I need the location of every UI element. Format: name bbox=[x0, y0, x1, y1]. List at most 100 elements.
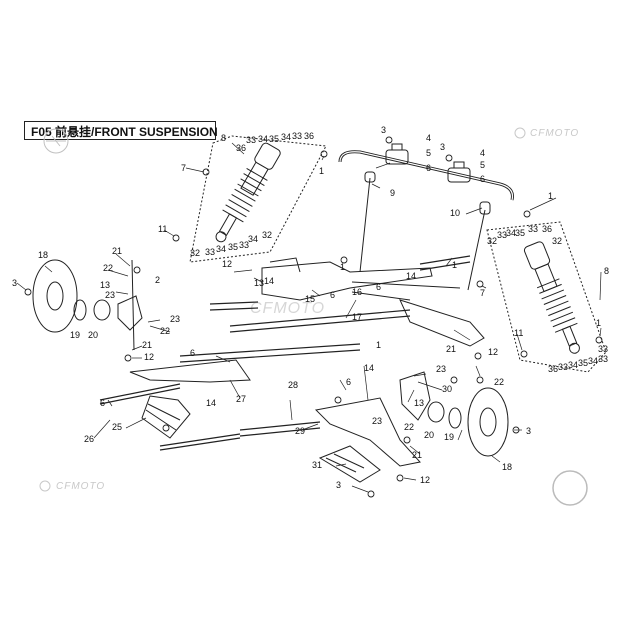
callout-23-right-b: 23 bbox=[372, 416, 382, 426]
callout-3-right: 3 bbox=[526, 426, 531, 436]
callout-3-top-right: 3 bbox=[440, 142, 445, 152]
callout-3-bottom: 3 bbox=[336, 480, 341, 490]
stabilizer-link-right-end bbox=[479, 201, 491, 215]
diagram-title-box: F05 前悬挂/FRONT SUSPENSION bbox=[24, 121, 218, 140]
callout-21-left: 21 bbox=[142, 340, 152, 350]
callout-12-left: 12 bbox=[144, 352, 154, 362]
callout-19-right: 19 bbox=[444, 432, 454, 442]
cfmoto-watermark-top-right: CFMOTO bbox=[530, 128, 580, 139]
callout-35-right-a: 35 bbox=[515, 228, 525, 238]
callout-4-top: 4 bbox=[426, 133, 431, 143]
left-shock-frame bbox=[189, 135, 327, 263]
callout-7-right: 7 bbox=[480, 288, 485, 298]
left-skid-plate bbox=[141, 395, 191, 439]
callout-15: 15 bbox=[305, 294, 315, 304]
callout-22-right-b: 22 bbox=[404, 422, 414, 432]
callout-11-left: 11 bbox=[158, 224, 167, 234]
tie-rod-upper bbox=[209, 255, 471, 333]
callout-36-left: 36 bbox=[236, 143, 246, 153]
stabilizer-bar-inner bbox=[339, 151, 514, 201]
callout-35-left-bot: 35 bbox=[228, 242, 238, 252]
left-steering-knuckle bbox=[117, 295, 143, 331]
callout-33-right-bot-c: 33 bbox=[598, 354, 608, 364]
stabilizer-link-left-end bbox=[364, 171, 376, 183]
stabilizer-bar bbox=[338, 150, 514, 201]
callout-34-right-bot-b: 34 bbox=[588, 356, 598, 366]
callout-1-upper-left: 1 bbox=[319, 166, 324, 176]
callout-34-left-bot-b: 34 bbox=[248, 234, 258, 244]
center-lower-arm bbox=[399, 299, 485, 347]
callout-5-top: 5 bbox=[426, 148, 431, 158]
callout-9: 9 bbox=[390, 188, 395, 198]
callout-1-right: 1 bbox=[596, 318, 601, 328]
callout-23-right: 23 bbox=[436, 364, 446, 374]
upper-a-arm bbox=[261, 261, 433, 301]
callout-35-left-top: 35 bbox=[269, 134, 279, 144]
callout-6-top-right: 6 bbox=[480, 174, 485, 184]
right-spacer-ring bbox=[448, 407, 462, 429]
bolts bbox=[24, 136, 603, 498]
stabilizer-link-right bbox=[467, 209, 486, 291]
callout-3-top: 3 bbox=[381, 125, 386, 135]
callout-32-right-a: 32 bbox=[487, 236, 497, 246]
stabilizer-link-left bbox=[359, 177, 371, 273]
callout-6-left-b: 6 bbox=[100, 398, 105, 408]
callout-6-center-c: 6 bbox=[346, 377, 351, 387]
left-brake-disc bbox=[32, 259, 78, 333]
callout-4-top-right: 4 bbox=[480, 148, 485, 158]
right-shock-frame bbox=[486, 221, 607, 373]
callout-16: 16 bbox=[352, 287, 362, 297]
callout-12-center: 12 bbox=[222, 259, 232, 269]
callout-11-right: 11 bbox=[514, 328, 523, 338]
callout-33-right-b: 33 bbox=[528, 224, 538, 234]
diagram-title: F05 前悬挂/FRONT SUSPENSION bbox=[31, 125, 218, 139]
right-steering-knuckle bbox=[399, 371, 431, 421]
left-spacer-ring bbox=[73, 299, 87, 321]
callout-36-left-top: 36 bbox=[304, 131, 314, 141]
right-hub-bearing bbox=[427, 401, 445, 423]
callout-31: 31 bbox=[312, 460, 322, 470]
callout-22-right: 22 bbox=[494, 377, 504, 387]
tie-rod-lower bbox=[99, 343, 361, 451]
callout-27: 27 bbox=[236, 394, 246, 404]
callout-17: 17 bbox=[352, 312, 362, 322]
callout-6-center-b: 6 bbox=[376, 282, 381, 292]
callout-25: 25 bbox=[112, 422, 122, 432]
callout-21-left-top: 21 bbox=[112, 246, 122, 256]
callout-7-left: 7 bbox=[181, 163, 186, 173]
callout-1-center-low: 1 bbox=[376, 340, 381, 350]
right-brake-disc bbox=[467, 387, 509, 457]
callout-21-right-b: 21 bbox=[412, 450, 422, 460]
callout-12-right-b: 12 bbox=[420, 475, 430, 485]
callout-26: 26 bbox=[84, 434, 94, 444]
uma-logo-top-left bbox=[43, 128, 69, 154]
callout-34-right-a: 34 bbox=[506, 228, 516, 238]
callout-24-ghost: 2 bbox=[155, 275, 160, 285]
callout-33-left-top: 33 bbox=[246, 135, 256, 145]
callout-1-center-right: 1 bbox=[452, 260, 457, 270]
callout-32-left-b: 32 bbox=[190, 248, 200, 258]
callout-21-right: 21 bbox=[446, 344, 456, 354]
callout-14-center-c: 14 bbox=[364, 363, 374, 373]
callout-18-left: 18 bbox=[38, 250, 48, 260]
left-shock-absorber bbox=[215, 142, 281, 243]
callout-23-left: 23 bbox=[170, 314, 180, 324]
callout-13-right: 13 bbox=[414, 398, 424, 408]
cfmoto-watermark-center: CFMOTO bbox=[250, 300, 326, 317]
callout-20-left: 20 bbox=[88, 330, 98, 340]
callout-34-left-bot: 34 bbox=[216, 244, 226, 254]
callout-32-left-a: 32 bbox=[262, 230, 272, 240]
cfmoto-watermark-bottom-left: CFMOTO bbox=[56, 481, 106, 492]
callout-22-left-top: 22 bbox=[103, 263, 113, 273]
callout-32-right-b: 32 bbox=[552, 236, 562, 246]
callout-36-right-a: 36 bbox=[542, 224, 552, 234]
callout-35-right-bot: 35 bbox=[578, 358, 588, 368]
callout-30: 30 bbox=[442, 384, 452, 394]
callout-18-right: 18 bbox=[502, 462, 512, 472]
callout-1-upper-right: 1 bbox=[548, 191, 553, 201]
callout-numbers: 8 36 33 34 35 34 33 36 7 1 11 32 32 33 3… bbox=[12, 125, 609, 490]
right-lower-a-arm bbox=[314, 397, 421, 467]
callout-34-left-top-b: 34 bbox=[281, 132, 291, 142]
